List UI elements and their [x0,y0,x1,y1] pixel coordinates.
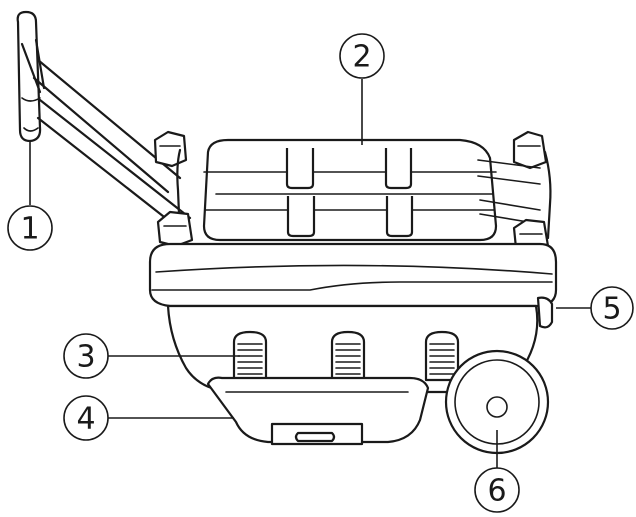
callout-2-label: 2 [352,40,371,75]
callout-6: 6 [474,467,520,513]
telescopic-handle [16,10,192,222]
side-hinge [536,296,554,329]
callout-5-label: 5 [602,292,621,327]
callout-5: 5 [590,286,634,330]
callouts: 1 2 3 4 5 6 [7,33,634,513]
callout-1: 1 [7,205,53,251]
callout-1-label: 1 [20,212,39,247]
vent-left [232,330,268,382]
vent-right [424,330,460,382]
front-handle [206,376,430,446]
vent-grilles [232,330,460,382]
callout-4: 4 [63,395,109,441]
lid [202,138,541,242]
callout-4-label: 4 [76,402,95,437]
callout-3: 3 [63,333,109,379]
callout-6-label: 6 [487,474,506,509]
upper-body [176,148,552,240]
callout-3-label: 3 [76,340,95,375]
rear-corner-posts [153,130,548,170]
vent-middle [330,330,366,382]
callout-2: 2 [339,33,385,79]
